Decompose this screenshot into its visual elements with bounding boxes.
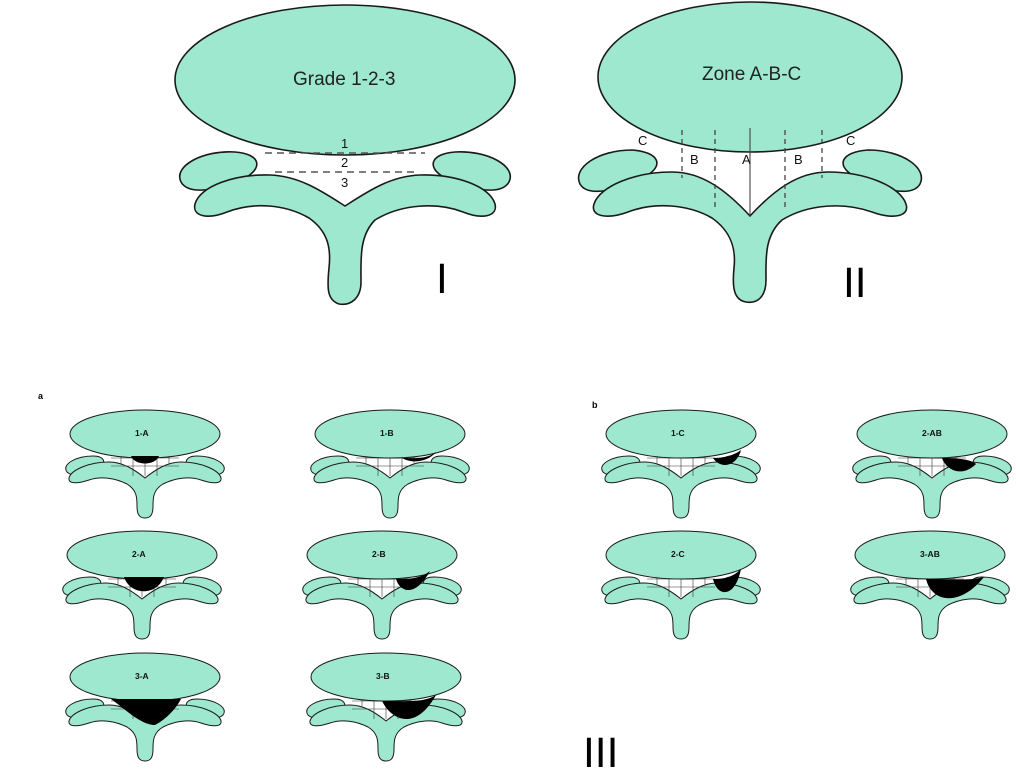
zone-label-a: A: [742, 152, 751, 167]
classification-label: 2-A: [132, 549, 146, 559]
classification-thumbnail: 3-A: [66, 653, 225, 761]
group-letter-b: b: [592, 400, 598, 410]
classification-thumbnail: 2-AB: [853, 410, 1012, 518]
panel-combined-classification: 1-A 1-B 2-A 2-B 3-A 3-B 1-C 2-AB 2-C 3-AB: [63, 410, 1012, 761]
numeral-II: II: [843, 261, 867, 307]
classification-thumbnail: 2-B: [303, 531, 462, 639]
panel-zone: Zone A-B-C C B A B C: [579, 2, 922, 302]
zone-label-c-left: C: [638, 133, 647, 148]
grade-title: Grade 1-2-3: [293, 69, 395, 90]
numeral-III: III: [583, 731, 618, 774]
classification-thumbnail: 2-C: [602, 531, 761, 639]
classification-thumbnail: 2-A: [63, 531, 222, 639]
classification-label: 1-A: [135, 428, 149, 438]
classification-thumbnail: 3-AB: [851, 531, 1010, 639]
herniation-mark: [131, 456, 159, 464]
classification-label: 1-C: [671, 428, 685, 438]
numeral-I: I: [436, 257, 448, 303]
classification-label: 2-B: [372, 549, 386, 559]
zone-title: Zone A-B-C: [702, 64, 801, 85]
panel-grade: Grade 1-2-3 1 2 3: [175, 5, 515, 304]
classification-label: 3-AB: [920, 549, 940, 559]
classification-label: 3-B: [376, 671, 390, 681]
classification-label: 2-AB: [922, 428, 942, 438]
classification-label: 3-A: [135, 671, 149, 681]
grade-label-2: 2: [341, 155, 348, 170]
grade-label-3: 3: [341, 175, 348, 190]
classification-thumbnail: 1-C: [602, 410, 761, 518]
classification-label: 2-C: [671, 549, 685, 559]
zone-label-b-left: B: [690, 152, 699, 167]
grade-label-1: 1: [341, 136, 348, 151]
classification-thumbnail: 1-A: [66, 410, 225, 518]
classification-thumbnail: 3-B: [307, 653, 466, 761]
group-letter-a: a: [38, 391, 44, 401]
zone-label-c-right: C: [846, 133, 855, 148]
zone-label-b-right: B: [794, 152, 803, 167]
classification-label: 1-B: [380, 428, 394, 438]
classification-thumbnail: 1-B: [311, 410, 470, 518]
